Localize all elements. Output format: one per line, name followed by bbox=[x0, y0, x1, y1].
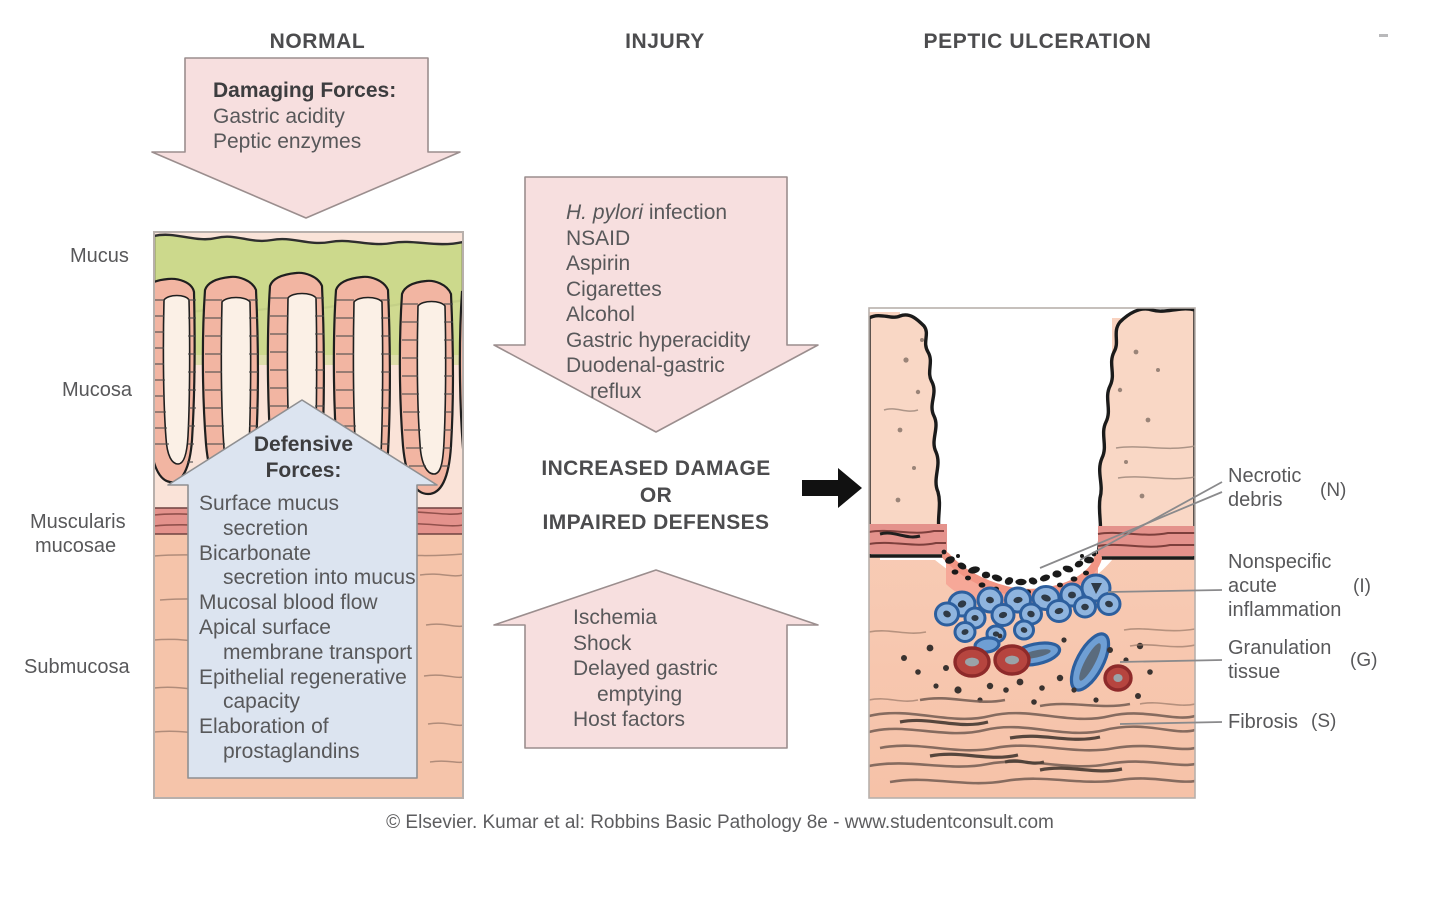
ulcer-label-inflammation: Nonspecific acute inflammation bbox=[1228, 550, 1341, 622]
injury-cause-1: NSAID bbox=[566, 226, 631, 250]
ischemia-cause-4: Host factors bbox=[573, 708, 686, 731]
ulcer-code-fibrosis: (S) bbox=[1311, 711, 1337, 732]
ulcer-label-granulation-tissue-line1: Granulation bbox=[1228, 637, 1332, 659]
center-statement-line1: INCREASED DAMAGE bbox=[541, 457, 771, 480]
heading-normal: NORMAL bbox=[269, 30, 366, 53]
defensive-forces-title-line2: Forces: bbox=[265, 459, 342, 482]
center-statement-line3: IMPAIRED DEFENSES bbox=[542, 511, 770, 534]
defensive-forces-title: Defensive Forces: bbox=[196, 432, 411, 484]
layer-label-submucosa: Submucosa bbox=[24, 656, 130, 678]
copyright-footer: © Elsevier. Kumar et al: Robbins Basic P… bbox=[386, 812, 1054, 833]
ischemia-cause-0: Ischemia bbox=[573, 606, 658, 629]
ulcer-label-inflammation-line2: acute bbox=[1228, 575, 1277, 597]
injury-cause-2: Aspirin bbox=[566, 252, 631, 275]
right-arrow-icon bbox=[802, 468, 862, 508]
defensive-force-9: Elaboration of bbox=[199, 715, 329, 739]
ischemia-cause-2: Delayed gastric bbox=[573, 657, 718, 680]
defensive-force-5: Apical surface bbox=[199, 615, 331, 639]
defensive-forces-title-line1: Defensive bbox=[253, 433, 354, 456]
ulcer-code-necrotic-debris: (N) bbox=[1320, 480, 1347, 501]
stray-mark-icon bbox=[1379, 34, 1388, 37]
ulcer-label-granulation-tissue-line2: tissue bbox=[1228, 661, 1281, 683]
ulcer-label-necrotic-debris: Necrotic debris bbox=[1228, 464, 1301, 512]
defensive-force-1: secretion bbox=[223, 516, 309, 540]
injury-cause-6: Duodenal-gastric bbox=[566, 354, 725, 377]
ulcer-label-granulation-tissue: Granulation tissue bbox=[1228, 636, 1331, 684]
layer-label-mucus: Mucus bbox=[70, 245, 129, 267]
injury-cause-5: Gastric hyperacidity bbox=[566, 328, 751, 352]
defensive-force-3: secretion into mucus bbox=[223, 566, 416, 590]
injury-cause-0: H. pylori infection bbox=[566, 201, 728, 224]
ulcer-panel-border bbox=[868, 307, 1196, 799]
ulcer-label-necrotic-debris-line2: debris bbox=[1228, 489, 1283, 511]
heading-injury: INJURY bbox=[625, 30, 705, 53]
defensive-force-4: Mucosal blood flow bbox=[199, 591, 378, 615]
damaging-forces-item-1: Peptic enzymes bbox=[213, 130, 362, 153]
damaging-forces-item-0: Gastric acidity bbox=[213, 104, 345, 128]
layer-label-mucosae: mucosae bbox=[35, 535, 117, 557]
ulcer-label-fibrosis: Fibrosis bbox=[1228, 711, 1299, 733]
ulcer-code-inflammation: (I) bbox=[1353, 576, 1371, 597]
injury-cause-7: reflux bbox=[590, 379, 642, 403]
injury-cause-4: Alcohol bbox=[566, 303, 635, 326]
ischemia-cause-3: emptying bbox=[597, 682, 683, 706]
center-statement: INCREASED DAMAGE OR IMPAIRED DEFENSES bbox=[506, 455, 806, 536]
ischemia-cause-1: Shock bbox=[573, 631, 632, 655]
center-statement-line2: OR bbox=[639, 484, 673, 507]
injury-cause-3: Cigarettes bbox=[566, 277, 662, 301]
defensive-force-10: prostaglandins bbox=[223, 739, 360, 763]
layer-label-mucosa: Mucosa bbox=[62, 379, 133, 401]
defensive-force-8: capacity bbox=[223, 690, 301, 714]
heading-peptic-ulceration: PEPTIC ULCERATION bbox=[923, 30, 1152, 53]
ulcer-code-granulation-tissue: (G) bbox=[1350, 650, 1378, 671]
layer-label-muscularis: Muscularis bbox=[30, 511, 126, 533]
peptic-ulcer-illustration bbox=[869, 308, 1195, 798]
leader-lines bbox=[1039, 481, 1223, 725]
defensive-force-7: Epithelial regenerative bbox=[199, 665, 407, 689]
defensive-force-6: membrane transport bbox=[223, 640, 413, 664]
damaging-forces-title: Damaging Forces: bbox=[213, 79, 397, 102]
defensive-force-0: Surface mucus bbox=[199, 492, 340, 515]
defensive-force-2: Bicarbonate bbox=[199, 541, 312, 565]
ulcer-label-inflammation-line3: inflammation bbox=[1228, 599, 1342, 621]
ulcer-label-inflammation-line1: Nonspecific bbox=[1228, 551, 1332, 573]
ulcer-label-necrotic-debris-line1: Necrotic bbox=[1228, 465, 1302, 487]
